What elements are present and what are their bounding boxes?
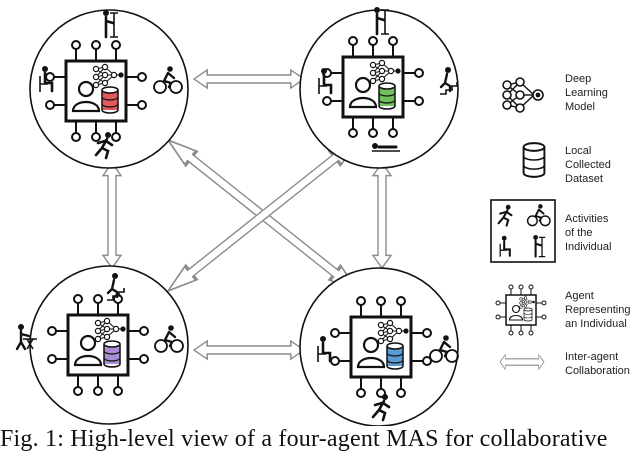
- legend-dataset-line-1: Local: [565, 145, 591, 157]
- mas-diagram: Deep Learning Model Local Collected Data…: [15, 5, 630, 426]
- dataset-icon: [386, 342, 404, 370]
- legend-activities-line-3: Individual: [565, 241, 611, 253]
- agent-node-bottom-left: [15, 265, 189, 425]
- legend-agent-line-3: an Individual: [565, 318, 627, 330]
- arrow-top: [193, 69, 305, 89]
- legend: Deep Learning Model Local Collected Data…: [490, 73, 630, 377]
- agent-icon: [495, 284, 547, 336]
- legend-deep-line-1: Deep: [565, 73, 591, 85]
- legend-collab-line-1: Inter-agent: [565, 351, 618, 363]
- activities-icon: [490, 199, 556, 263]
- local-dataset-icon: [522, 142, 546, 178]
- dataset-icon: [101, 86, 119, 114]
- legend-agent-line-2: Representing: [565, 304, 630, 316]
- arrow-left: [102, 162, 122, 269]
- agent-node-top-right: [299, 5, 459, 169]
- agent-node-bottom-right: [299, 267, 460, 426]
- figure-caption: Fig. 1: High-level view of a four-agent …: [0, 426, 608, 452]
- deep-learning-model-icon: [502, 77, 544, 113]
- legend-dataset-line-2: Collected: [565, 159, 611, 171]
- legend-agent-line-1: Agent: [565, 290, 594, 302]
- arrow-right: [372, 162, 392, 269]
- agent-node-top-left: [29, 8, 189, 169]
- dataset-icon: [378, 82, 396, 110]
- legend-deep-line-2: Learning: [565, 87, 608, 99]
- collaboration-arrow-icon: [499, 354, 545, 370]
- arrow-bottom: [193, 340, 305, 360]
- dataset-icon: [103, 340, 121, 368]
- legend-deep-line-3: Model: [565, 101, 595, 113]
- legend-dataset-line-3: Dataset: [565, 173, 603, 185]
- legend-collab-line-2: Collaboration: [565, 365, 630, 377]
- legend-activities-line-2: of the: [565, 227, 593, 239]
- legend-activities-line-1: Activities: [565, 213, 609, 225]
